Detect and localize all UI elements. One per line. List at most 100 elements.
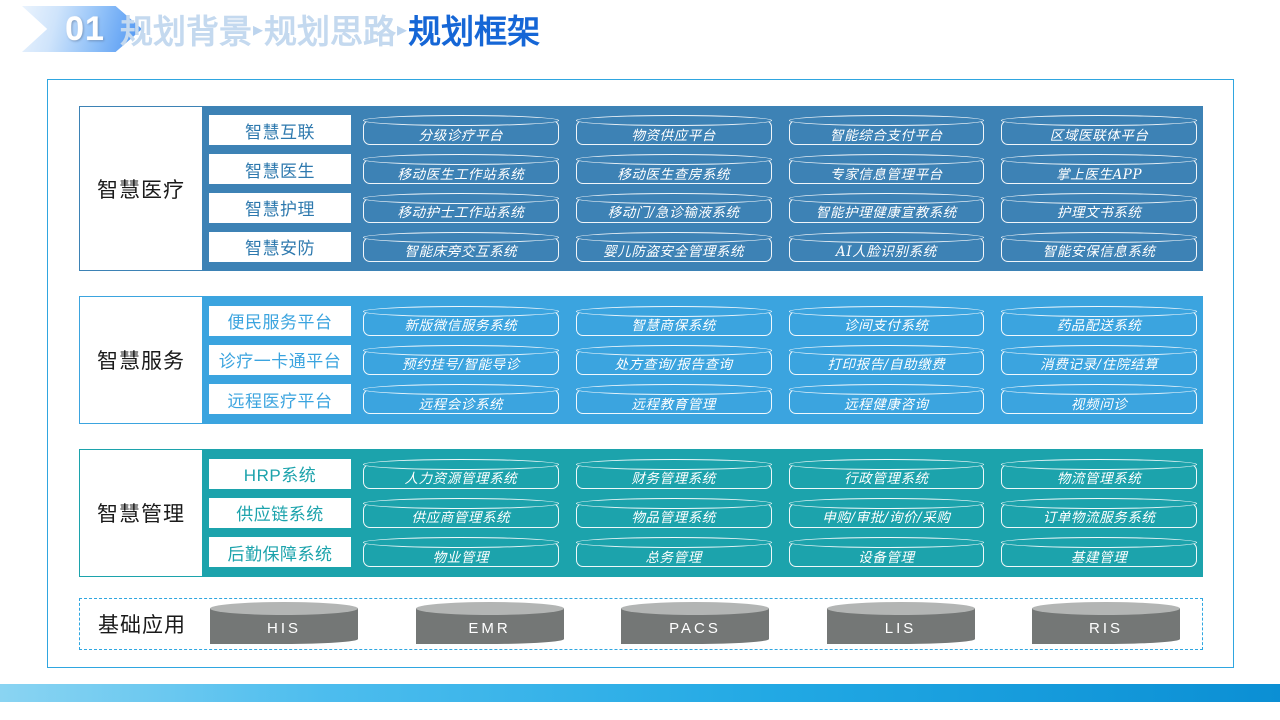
band-rows: 智慧互联 分级诊疗平台 物资供应平台 智能综合支付平台 区域医联体平台智慧医生移动医生工… <box>203 106 1203 271</box>
cylinder-cap-icon <box>1001 192 1197 204</box>
system-cylinder[interactable]: 诊间支付系统 <box>788 305 985 336</box>
base-cylinder[interactable]: PACS <box>621 602 769 646</box>
system-cylinder[interactable]: 订单物流服务系统 <box>1001 497 1197 528</box>
system-cylinder[interactable]: 物品管理系统 <box>575 497 772 528</box>
base-cylinder-label: HIS <box>266 619 301 637</box>
row-label[interactable]: 便民服务平台 <box>209 305 351 336</box>
cylinder-cap-icon <box>363 231 559 243</box>
system-cylinder[interactable]: 设备管理 <box>788 537 985 568</box>
breadcrumb-item[interactable]: 规划思路 <box>264 12 397 51</box>
system-cylinder[interactable]: 视频问诊 <box>1001 384 1197 415</box>
row-label[interactable]: HRP系统 <box>209 458 351 489</box>
base-cylinder[interactable]: EMR <box>415 602 564 646</box>
system-label: 移动医生查房系统 <box>617 166 731 183</box>
system-label: 物品管理系统 <box>631 510 716 527</box>
system-cylinder[interactable]: 行政管理系统 <box>788 458 985 489</box>
band-title: 智慧管理 <box>79 449 203 577</box>
base-cylinder-label: LIS <box>884 619 917 637</box>
cylinder-cap-icon <box>363 192 559 204</box>
system-label: 诊间支付系统 <box>844 318 929 335</box>
breadcrumb-separator-icon: ▸ <box>397 17 408 41</box>
row-label[interactable]: 诊疗一卡通平台 <box>209 344 351 375</box>
system-label: 远程会诊系统 <box>418 396 504 413</box>
system-cylinder[interactable]: 掌上医生APP <box>1001 154 1197 185</box>
system-cylinder[interactable]: 消费记录/住院结算 <box>1001 344 1197 375</box>
row-label[interactable]: 智慧护理 <box>209 192 351 223</box>
system-cylinder[interactable]: 移动门/急诊输液系统 <box>575 192 772 223</box>
cylinder-cap-icon <box>575 384 772 396</box>
row-label[interactable]: 智慧安防 <box>209 231 351 262</box>
cylinder-cap-icon <box>788 497 985 509</box>
band-title: 智慧医疗 <box>79 106 203 271</box>
system-cylinder[interactable]: 移动医生工作站系统 <box>363 154 559 185</box>
row-label[interactable]: 远程医疗平台 <box>209 384 351 415</box>
row-label[interactable]: 供应链系统 <box>209 497 351 528</box>
system-cylinder[interactable]: 处方查询/报告查询 <box>575 344 772 375</box>
system-label: 分级诊疗平台 <box>418 127 504 144</box>
system-cylinder[interactable]: 药品配送系统 <box>1001 305 1197 336</box>
band-rows: HRP系统人力资源管理系统财务管理系统行政管理系统 物流管理系统供应链系统供应商管… <box>203 449 1203 577</box>
cylinder-cap-icon <box>788 305 985 317</box>
system-cylinder[interactable]: 专家信息管理平台 <box>788 154 985 185</box>
framework-row: 诊疗一卡通平台预约挂号/智能导诊处方查询/报告查询打印报告/自助缴费消费记录/住… <box>203 340 1197 379</box>
cylinder-cap-icon <box>363 497 559 509</box>
base-cylinder[interactable]: LIS <box>826 602 975 646</box>
system-cylinder[interactable]: 基建管理 <box>1001 537 1197 568</box>
cylinder-list: 新版微信服务系统智慧商保系统 诊间支付系统 药品配送系统 <box>363 305 1197 336</box>
system-label: 专家信息管理平台 <box>829 166 943 183</box>
base-title: 基础应用 <box>98 614 186 637</box>
system-label: 移动护士工作站系统 <box>397 205 525 222</box>
system-label: 物资供应平台 <box>631 127 716 144</box>
system-cylinder[interactable]: 远程健康咨询 <box>788 384 985 415</box>
system-label: 智能综合支付平台 <box>829 127 943 144</box>
system-cylinder[interactable]: 护理文书系统 <box>1001 192 1197 223</box>
system-cylinder[interactable]: 智慧商保系统 <box>575 305 772 336</box>
cylinder-cap-icon <box>1001 115 1197 127</box>
system-cylinder[interactable]: 人力资源管理系统 <box>363 458 559 489</box>
system-cylinder[interactable]: 移动护士工作站系统 <box>363 192 559 223</box>
system-cylinder[interactable]: 移动医生查房系统 <box>575 154 772 185</box>
system-cylinder[interactable]: 打印报告/自助缴费 <box>788 344 985 375</box>
system-cylinder[interactable]: 物流管理系统 <box>1001 458 1197 489</box>
system-cylinder[interactable]: 智能护理健康宣教系统 <box>788 192 985 223</box>
cylinder-cap-icon <box>363 384 559 396</box>
cylinder-cap-icon <box>788 154 985 166</box>
base-cylinder[interactable]: HIS <box>210 602 358 646</box>
breadcrumb-item[interactable]: 规划框架 <box>408 12 541 51</box>
system-cylinder[interactable]: 物资供应平台 <box>575 115 772 146</box>
cylinder-list: 移动护士工作站系统 移动门/急诊输液系统智能护理健康宣教系统护理文书系统 <box>363 192 1197 223</box>
system-label: 设备管理 <box>858 549 915 566</box>
system-cylinder[interactable]: 智能综合支付平台 <box>788 115 985 146</box>
system-cylinder[interactable]: 婴儿防盗安全管理系统 <box>575 231 772 262</box>
system-cylinder[interactable]: 供应商管理系统 <box>363 497 559 528</box>
system-cylinder[interactable]: 智能安保信息系统 <box>1001 231 1197 262</box>
system-cylinder[interactable]: 分级诊疗平台 <box>363 115 559 146</box>
band-management: 智慧管理 HRP系统人力资源管理系统财务管理系统行政管理系统 物流管理系统供应链系… <box>79 449 1203 577</box>
cylinder-list: 供应商管理系统 物品管理系统 申购/审批/询价/采购订单物流服务系统 <box>363 497 1197 528</box>
system-cylinder[interactable]: 区域医联体平台 <box>1001 115 1197 146</box>
system-cylinder[interactable]: 新版微信服务系统 <box>363 305 559 336</box>
cylinder-cap-icon <box>1001 231 1197 243</box>
breadcrumb-item[interactable]: 规划背景 <box>120 12 252 51</box>
footer-bar <box>0 684 1280 702</box>
cylinder-list: 移动医生工作站系统 移动医生查房系统 专家信息管理平台 掌上医生APP <box>363 154 1197 185</box>
system-cylinder[interactable]: AI人脸识别系统 <box>788 231 985 262</box>
row-label[interactable]: 智慧医生 <box>209 154 351 185</box>
system-cylinder[interactable]: 远程教育管理 <box>575 384 772 415</box>
system-cylinder[interactable]: 物业管理 <box>363 537 559 568</box>
row-label[interactable]: 智慧互联 <box>209 115 351 146</box>
system-cylinder[interactable]: 预约挂号/智能导诊 <box>363 344 559 375</box>
system-cylinder[interactable]: 远程会诊系统 <box>363 384 559 415</box>
band-service: 智慧服务 便民服务平台新版微信服务系统智慧商保系统诊间支付系统药品配送系统诊疗一… <box>79 296 1203 424</box>
system-cylinder[interactable]: 智能床旁交互系统 <box>363 231 559 262</box>
slide-header: 01 规划背景▸规划思路▸规划框架 <box>0 0 1280 58</box>
system-cylinder[interactable]: 申购/审批/询价/采购 <box>788 497 985 528</box>
row-label[interactable]: 后勤保障系统 <box>209 537 351 568</box>
system-cylinder[interactable]: 财务管理系统 <box>575 458 772 489</box>
system-label: 物流管理系统 <box>1056 471 1142 488</box>
cylinder-cap-icon <box>363 305 559 317</box>
base-cylinder[interactable]: RIS <box>1032 602 1180 646</box>
base-cylinder-cap-icon <box>1032 602 1180 615</box>
cylinder-cap-icon <box>1001 305 1197 317</box>
system-cylinder[interactable]: 总务管理 <box>575 537 772 568</box>
